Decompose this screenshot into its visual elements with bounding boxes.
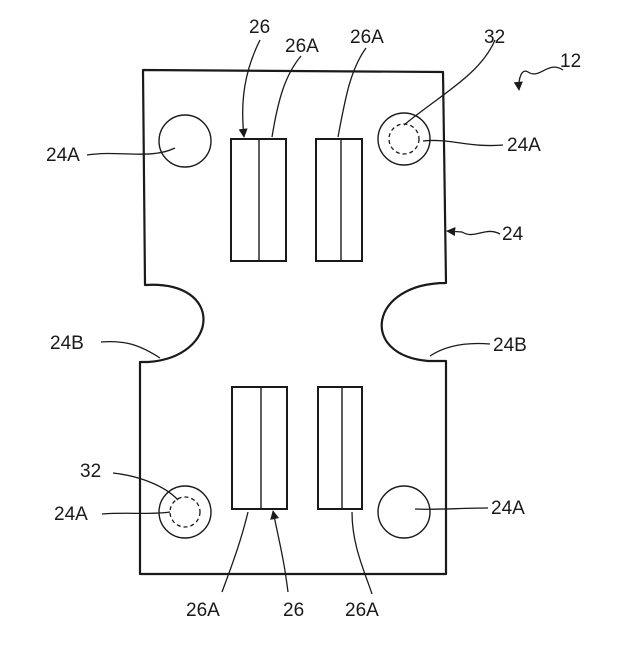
hole-bottom-right <box>378 486 430 538</box>
plate-outline <box>140 70 446 574</box>
label-hole-top-left: 24A <box>46 145 80 166</box>
leader-strip-top-a-right <box>338 48 366 137</box>
label-hole-bottom-left: 24A <box>54 504 88 525</box>
label-strip-top: 26 <box>249 17 270 38</box>
label-strip-bottom-a-right: 26A <box>345 600 379 621</box>
label-notch-left: 24B <box>50 333 84 354</box>
leader-hole-br <box>415 508 488 509</box>
label-pin-top: 32 <box>484 27 505 48</box>
leader-hole-tr <box>423 140 503 145</box>
label-strip-top-a-right: 26A <box>350 27 384 48</box>
leader-strip-bottom <box>273 511 288 592</box>
label-plate: 24 <box>502 224 524 245</box>
pin-bottom-left <box>170 497 200 527</box>
hole-top-left <box>159 115 211 167</box>
label-strip-bottom-a-left: 26A <box>186 600 220 621</box>
strip-top-right <box>316 139 362 261</box>
pin-top-right <box>389 124 419 154</box>
leader-strip-bottom-a-right <box>352 512 372 594</box>
leader-pin-bottom <box>113 473 178 500</box>
strip-bottom-left <box>232 387 287 509</box>
label-pin-bottom: 32 <box>80 461 101 482</box>
label-strip-top-a-left: 26A <box>285 36 319 57</box>
leader-strip-top <box>243 40 260 137</box>
hole-top-right <box>378 113 430 165</box>
leader-strip-top-a-left <box>272 56 301 137</box>
leader-pin-top <box>404 40 495 125</box>
leader-plate <box>447 231 500 235</box>
strip-bottom-right <box>318 387 362 509</box>
leader-device <box>519 67 563 90</box>
label-notch-right: 24B <box>493 335 527 356</box>
leader-notch-right <box>430 344 490 357</box>
leader-strip-bottom-a-left <box>222 512 248 592</box>
leader-notch-left <box>101 342 160 358</box>
leader-hole-bl <box>102 512 170 514</box>
label-hole-bottom-right: 24A <box>491 498 525 519</box>
label-strip-bottom: 26 <box>283 600 304 621</box>
label-device: 12 <box>560 51 581 72</box>
label-hole-top-right: 24A <box>507 135 541 156</box>
